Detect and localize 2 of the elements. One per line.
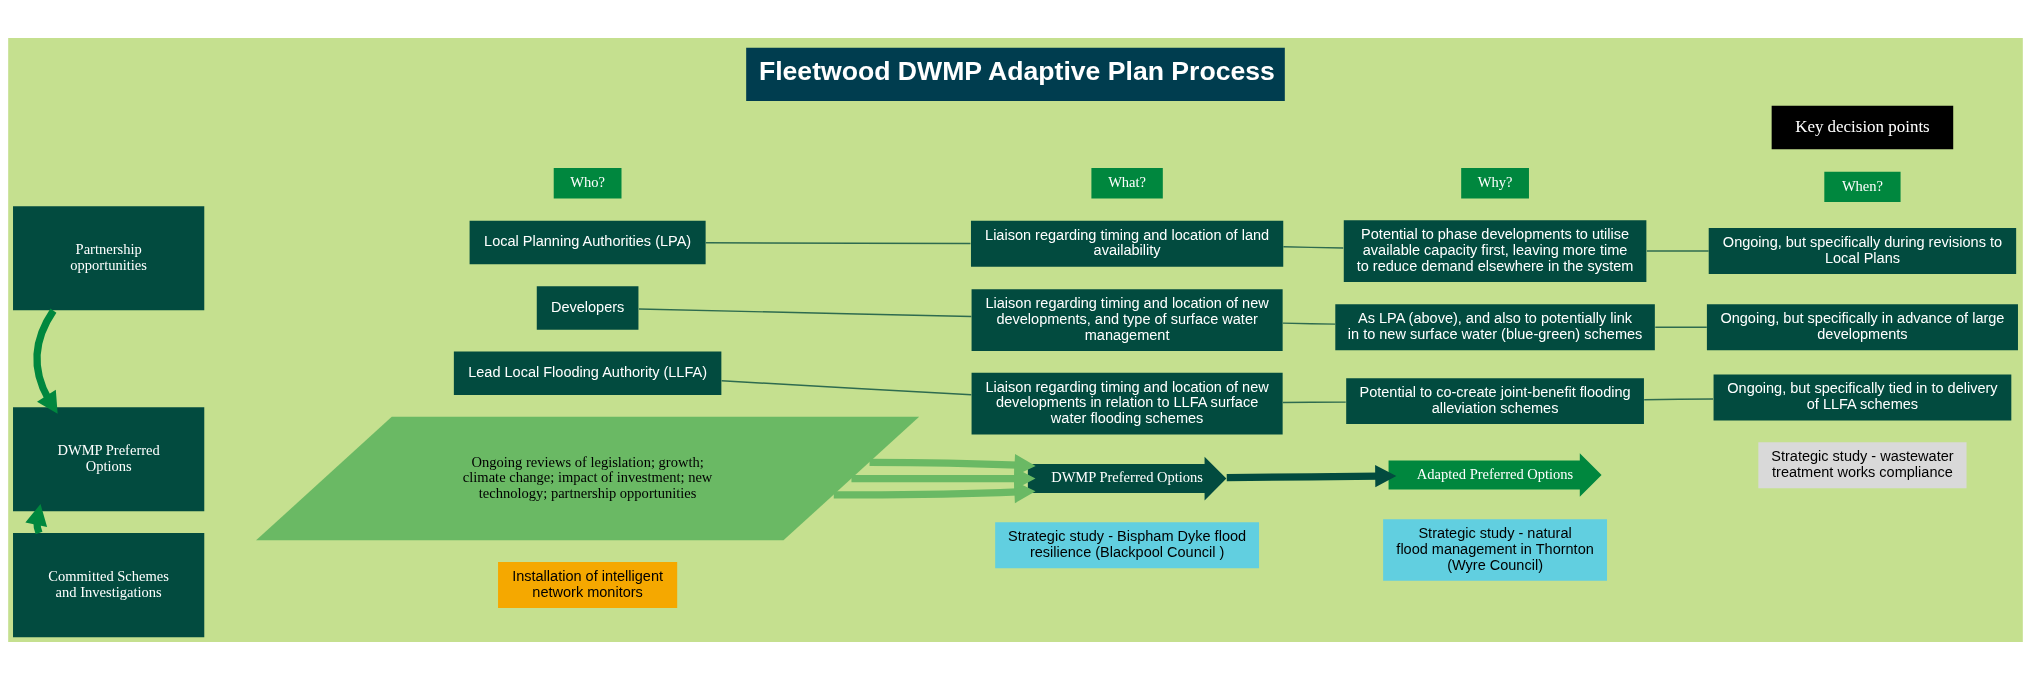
diagram-title: Fleetwood DWMP Adaptive Plan Process [758,55,1275,86]
label: Key decision points [1795,117,1930,137]
